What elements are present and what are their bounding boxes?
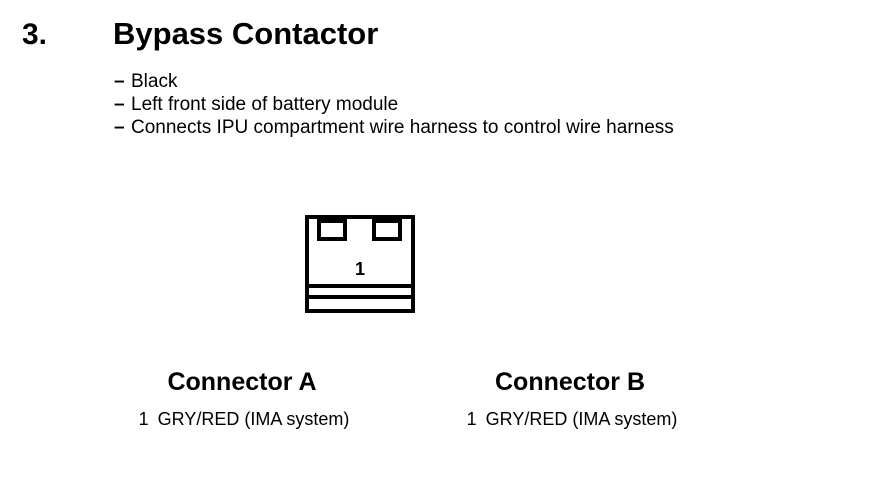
page-title: Bypass Contactor — [113, 16, 379, 51]
connector-pin-label: 1 — [354, 259, 365, 279]
list-item: – Connects IPU compartment wire harness … — [114, 116, 874, 139]
dash-icon: – — [114, 117, 125, 138]
table-row: 1 GRY/RED (IMA system) — [92, 409, 392, 430]
connector-b-title: Connector B — [495, 368, 645, 396]
connector-a-title: Connector A — [167, 368, 317, 396]
list-item: – Left front side of battery module — [114, 93, 874, 116]
list-item-label: Black — [131, 71, 178, 92]
connector-tab-left — [317, 219, 347, 241]
connector-tab-right — [372, 219, 402, 241]
pin-number: 1 — [466, 409, 477, 429]
pin-number: 1 — [138, 409, 149, 429]
pin-description: GRY/RED (IMA system) — [157, 409, 350, 429]
pin-description: GRY/RED (IMA system) — [485, 409, 678, 429]
connector-divider-line — [309, 295, 411, 299]
connector-symbol-icon: 1 — [305, 215, 415, 313]
connector-divider-line — [309, 284, 411, 288]
connector-b-block: Connector B 1 GRY/RED (IMA system) — [420, 368, 720, 430]
table-row: 1 GRY/RED (IMA system) — [420, 409, 720, 430]
dash-icon: – — [114, 94, 125, 115]
connector-a-block: Connector A 1 GRY/RED (IMA system) — [92, 368, 392, 430]
bullet-list: – Black – Left front side of battery mod… — [114, 70, 874, 139]
list-item-label: Left front side of battery module — [131, 94, 399, 115]
dash-icon: – — [114, 71, 125, 92]
item-number: 3. — [22, 18, 48, 51]
list-item-label: Connects IPU compartment wire harness to… — [131, 117, 674, 138]
list-item: – Black — [114, 70, 874, 93]
